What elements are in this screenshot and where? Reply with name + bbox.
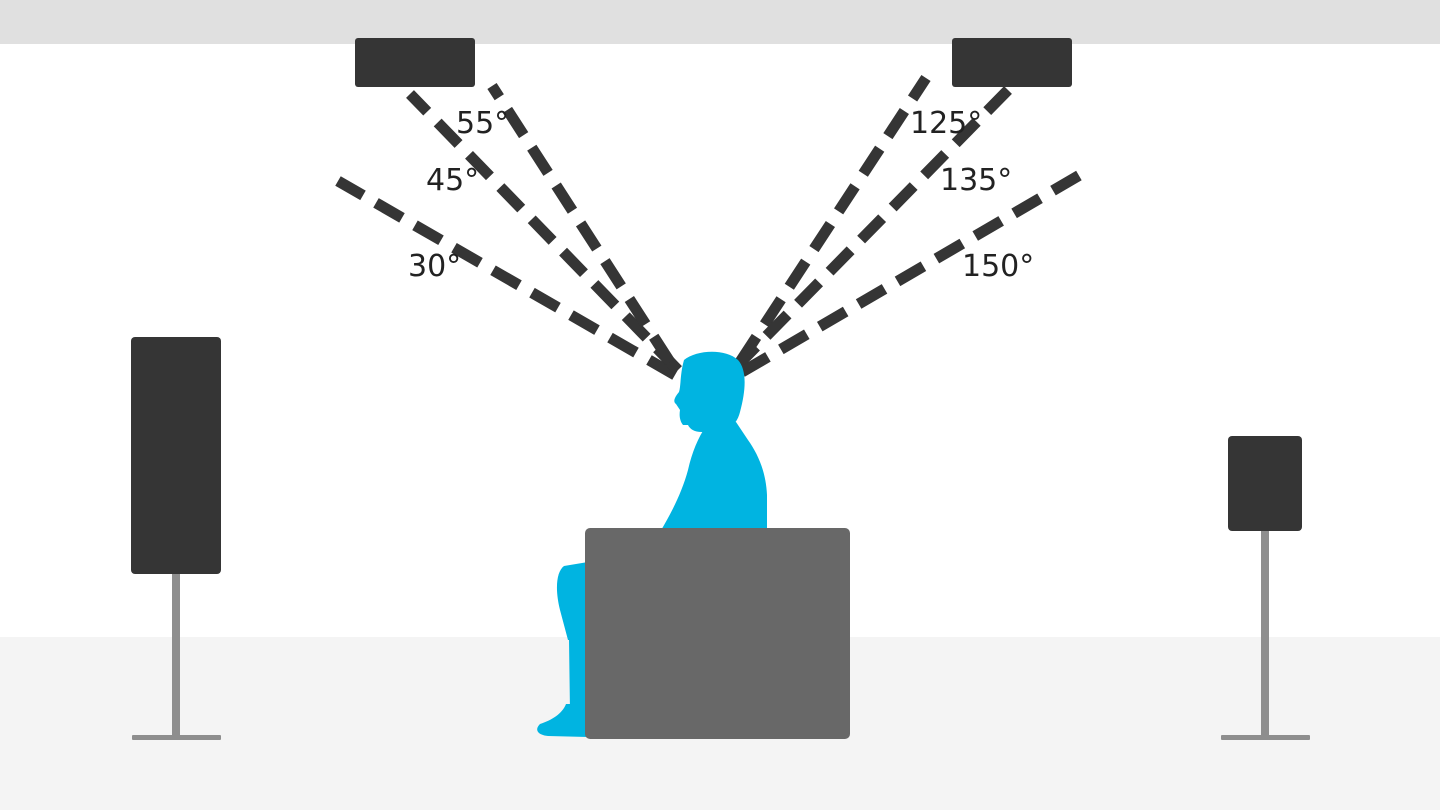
listener-foot (537, 704, 588, 737)
seated-person-silhouette-icon (537, 351, 767, 737)
ceiling-speaker-left (355, 38, 475, 87)
angle-lines (335, 74, 1088, 380)
right-speaker-pole (1261, 527, 1269, 737)
angle-label-45: 45° (426, 163, 479, 198)
ceiling (0, 0, 1440, 44)
angle-label-150: 150° (962, 249, 1034, 284)
line-135-deg (731, 86, 1012, 372)
listener-head (674, 351, 745, 432)
listener-lower-leg (564, 600, 588, 712)
line-30-deg (335, 176, 678, 380)
line-45-deg (406, 90, 682, 374)
line-55-deg (487, 83, 675, 365)
ceiling-speaker-right (952, 38, 1072, 87)
line-150-deg (739, 167, 1088, 377)
left-speaker-pole (172, 570, 180, 737)
seat (585, 528, 850, 739)
angle-label-30: 30° (408, 249, 461, 284)
left-floor-speaker (131, 337, 221, 740)
angle-label-55: 55° (456, 106, 509, 141)
left-speaker-cabinet (131, 337, 221, 574)
right-speaker-base (1221, 735, 1310, 740)
line-125-deg (735, 74, 931, 366)
angle-label-125: 125° (910, 106, 982, 141)
left-speaker-base (132, 735, 221, 740)
right-speaker-cabinet (1228, 436, 1302, 531)
listener-torso (660, 422, 767, 532)
angle-label-135: 135° (940, 163, 1012, 198)
right-stand-speaker (1221, 436, 1310, 740)
